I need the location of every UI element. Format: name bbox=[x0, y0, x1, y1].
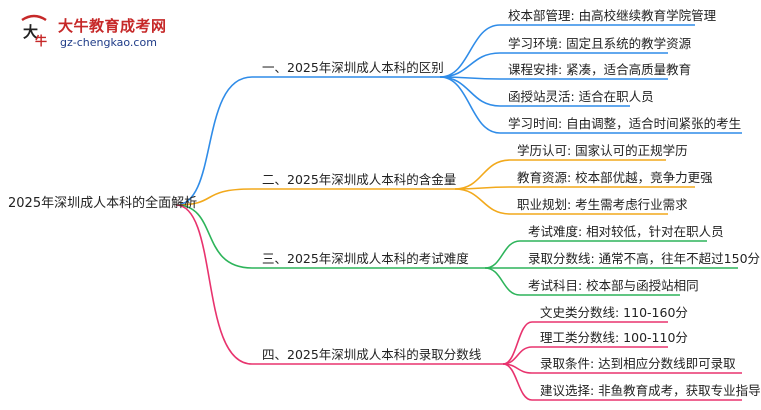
leaf-3-1: 考试难度: 相对较低，针对在职人员 bbox=[528, 224, 724, 239]
leaf-1-1: 校本部管理: 由高校继续教育学院管理 bbox=[508, 8, 717, 23]
connector-branch-4-leaf-4 bbox=[502, 363, 742, 401]
connector-branch-1-leaf-4 bbox=[439, 76, 630, 107]
connector-branch-1-leaf-2 bbox=[439, 52, 668, 78]
leaf-1-3: 课程安排: 紧凑，适合高质量教育 bbox=[508, 62, 692, 77]
svg-text:牛: 牛 bbox=[35, 33, 47, 48]
niu-mascot-icon: 大 牛 bbox=[21, 14, 47, 48]
connector-branch-3-leaf-3 bbox=[484, 267, 680, 296]
leaf-1-2: 学习环境: 固定且系统的教学资源 bbox=[508, 36, 692, 51]
leaf-2-3: 职业规划: 考生需考虑行业需求 bbox=[517, 197, 688, 212]
connector-branch-4-leaf-1 bbox=[502, 321, 668, 365]
connector-root-branch-2 bbox=[175, 188, 455, 206]
leaf-3-3: 考试科目: 校本部与函授站相同 bbox=[528, 278, 699, 293]
leaf-4-1: 文史类分数线: 110-160分 bbox=[540, 305, 688, 320]
logo-title: 大牛教育成考网 bbox=[58, 17, 167, 35]
leaf-3-2: 录取分数线: 通常不高，往年不超过150分 bbox=[528, 251, 761, 266]
connector-branch-3-leaf-1 bbox=[484, 240, 707, 269]
branch-label-4: 四、2025年深圳成人本科的录取分数线 bbox=[262, 347, 482, 362]
branch-label-1: 一、2025年深圳成人本科的区别 bbox=[262, 60, 444, 75]
connector-branch-2-leaf-3 bbox=[454, 188, 668, 215]
leaf-4-3: 录取条件: 达到相应分数线即可录取 bbox=[540, 356, 736, 371]
branch-label-2: 二、2025年深圳成人本科的含金量 bbox=[262, 172, 457, 187]
leaf-4-4: 建议选择: 非鱼教育成考，获取专业指导 bbox=[540, 383, 761, 398]
branch-label-3: 三、2025年深圳成人本科的考试难度 bbox=[262, 251, 469, 266]
leaf-4-2: 理工类分数线: 100-110分 bbox=[540, 330, 688, 345]
connector-branch-1-leaf-1 bbox=[439, 24, 695, 78]
connector-root-branch-3 bbox=[175, 204, 485, 269]
connector-root-branch-4 bbox=[175, 204, 503, 365]
leaf-1-5: 学习时间: 自由调整，适合时间紧张的考生 bbox=[508, 116, 742, 131]
logo: 大 牛 大牛教育成考网 gz-chengkao.com bbox=[8, 8, 178, 54]
connector-branch-4-leaf-2 bbox=[502, 346, 668, 365]
leaf-1-4: 函授站灵活: 适合在职人员 bbox=[508, 89, 654, 104]
connector-branch-1-leaf-5 bbox=[439, 76, 742, 134]
connector-branch-2-leaf-2 bbox=[454, 186, 695, 190]
leaf-2-1: 学历认可: 国家认可的正规学历 bbox=[517, 143, 688, 158]
logo-url: gz-chengkao.com bbox=[60, 36, 157, 49]
svg-text:大: 大 bbox=[23, 23, 38, 41]
connector-root-branch-1 bbox=[175, 76, 440, 206]
root-topic: 2025年深圳成人本科的全面解析 bbox=[8, 196, 198, 211]
connector-branch-2-leaf-1 bbox=[454, 159, 666, 190]
leaf-2-2: 教育资源: 校本部优越，竞争力更强 bbox=[517, 170, 713, 185]
